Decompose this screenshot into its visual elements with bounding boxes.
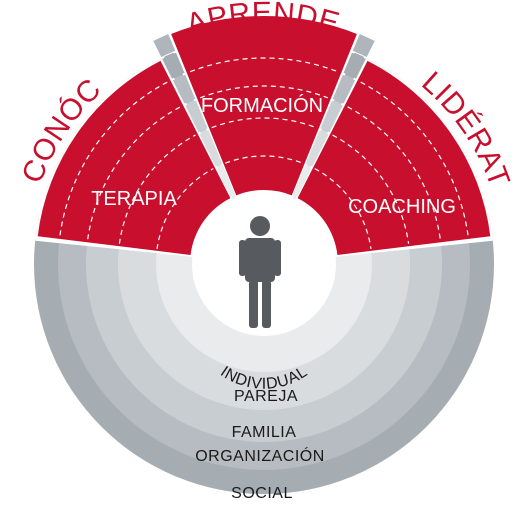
sector-left-dash-1 xyxy=(118,134,196,244)
gap-left-band-2 xyxy=(185,100,208,133)
sector-left-dash-0 xyxy=(156,168,214,250)
sector-right-dash-2 xyxy=(347,106,441,240)
gap-right-band-3 xyxy=(332,74,356,104)
gap-left-band-1 xyxy=(199,130,223,167)
ring-label-familia: FAMILIA xyxy=(232,424,297,441)
sector-label-right: COACHING xyxy=(348,196,456,218)
gap-right-band-0 xyxy=(292,165,312,197)
sector-right-dash-0 xyxy=(314,168,372,250)
sector-left xyxy=(37,60,231,255)
gap-right-band-2 xyxy=(320,100,343,133)
sector-top-dash-3 xyxy=(189,57,339,73)
ring-label-social: SOCIAL xyxy=(231,485,293,502)
ring-label-pareja: PAREJA xyxy=(234,388,298,405)
gap-right-band-5 xyxy=(352,34,375,58)
person-icon xyxy=(239,216,281,328)
sector-left-dash-2 xyxy=(87,106,181,240)
sector-top-dash-0 xyxy=(225,155,303,164)
gap-right-band-4 xyxy=(343,52,366,79)
gap-left-band-5 xyxy=(153,34,176,58)
sector-top-dash-1 xyxy=(211,117,317,129)
sector-label-top: FORMACIÓN xyxy=(201,94,323,117)
gap-left-band-0 xyxy=(216,165,236,197)
sector-right xyxy=(297,60,491,255)
ring-label-organizacion: ORGANIZACIÓN xyxy=(195,446,325,465)
gap-left-band-4 xyxy=(162,52,185,79)
gap-left-band-3 xyxy=(172,74,196,104)
sector-label-left: TERAPIA xyxy=(91,188,177,210)
sector-top xyxy=(171,15,357,196)
sector-top-dash-2 xyxy=(199,85,329,99)
gap-right-band-1 xyxy=(305,130,329,167)
sector-right-dash-1 xyxy=(332,134,410,244)
sectors xyxy=(35,13,493,257)
